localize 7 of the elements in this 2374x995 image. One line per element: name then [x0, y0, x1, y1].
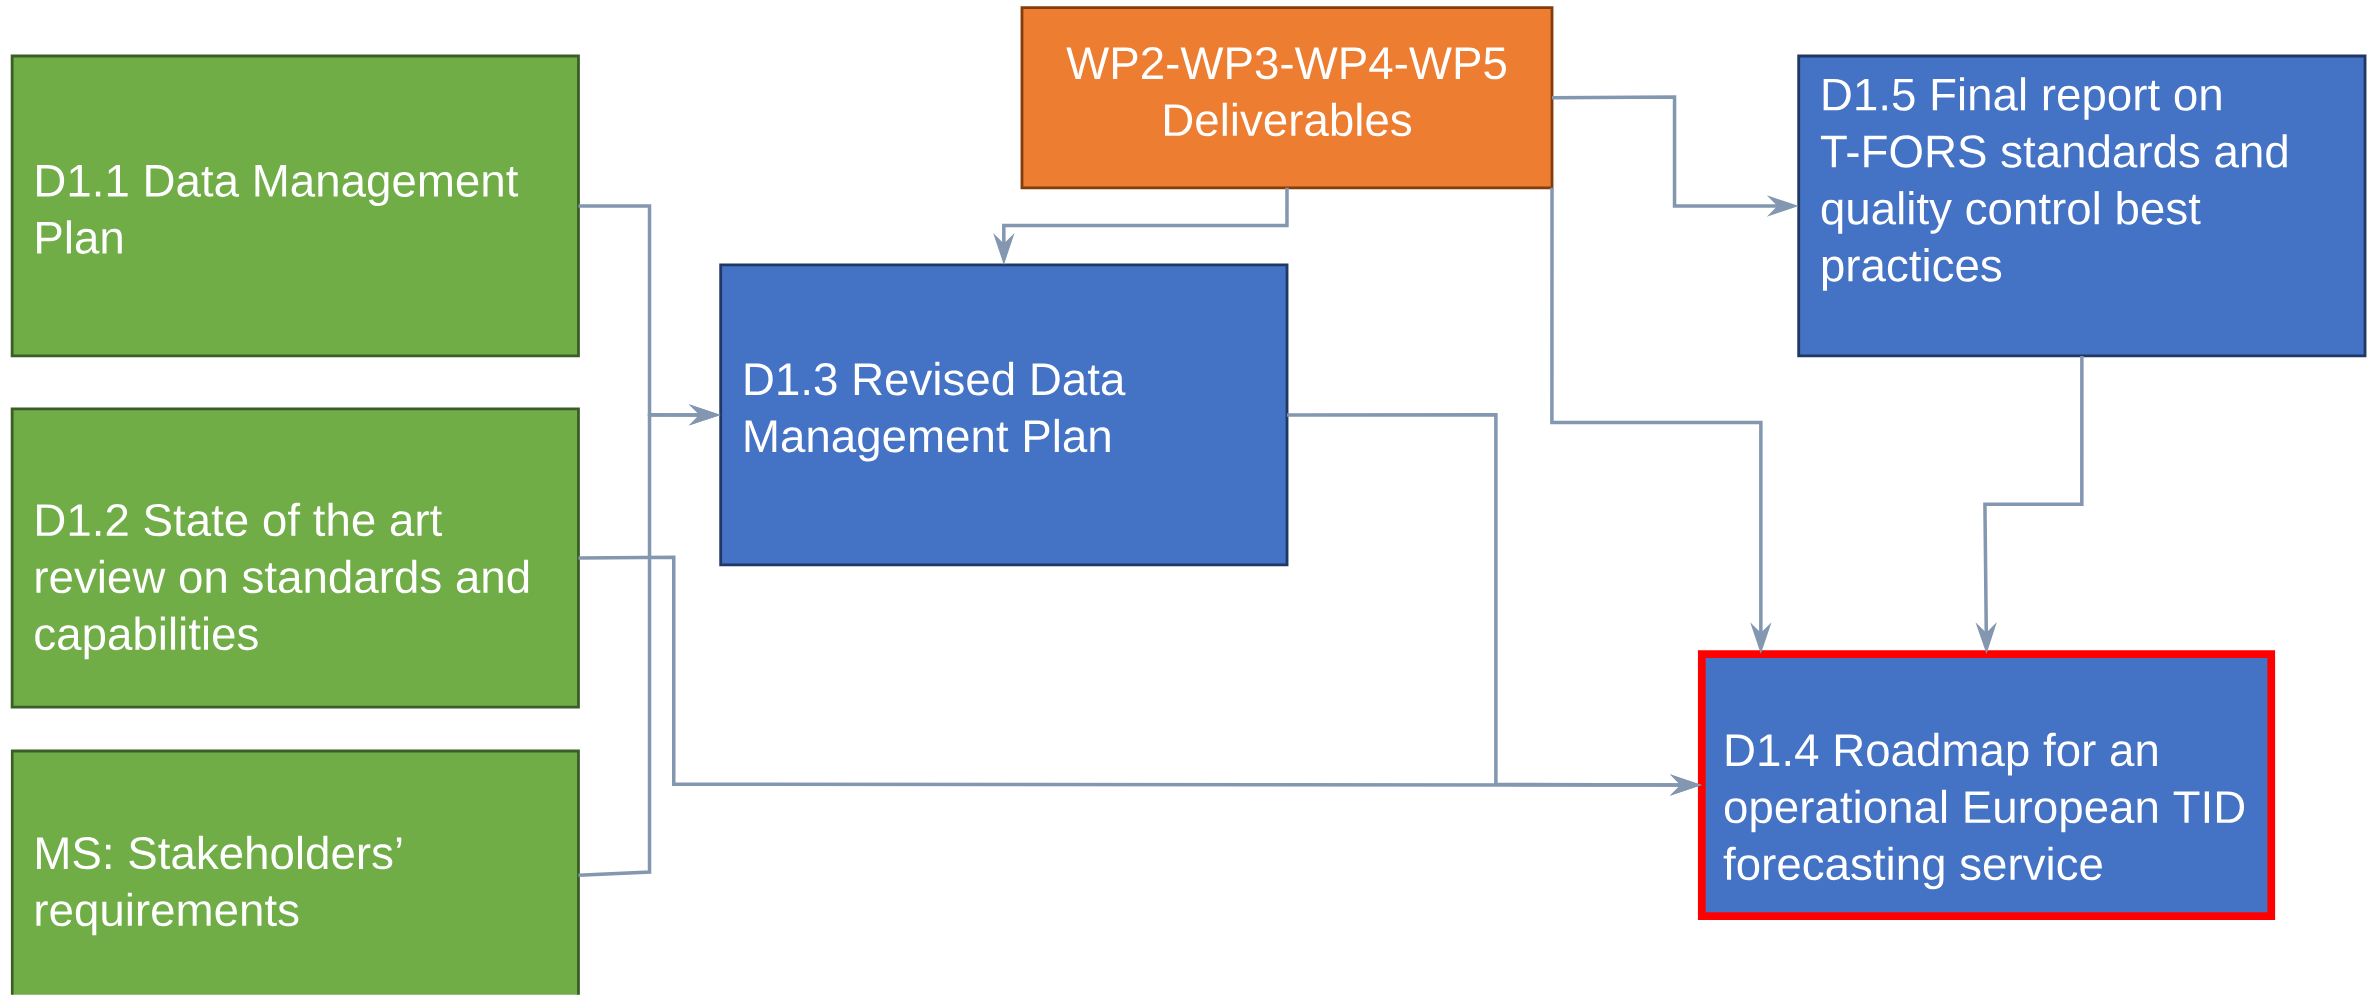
deliverable-box: D1.5 Final report on T-FORS standards and quality control best practices [1797, 54, 2367, 358]
milestone-box: MS: Stakeholders’ requirements [10, 749, 580, 995]
deliverable-box: D1.3 Revised Data Management Plan [719, 263, 1289, 567]
highlighted-deliverable-box: D1.4 Roadmap for an operational European TID forecasting service [1697, 650, 2276, 921]
work-package-box: WP2-WP3-WP4-WP5 Deliverables [1020, 6, 1554, 190]
deliverable-box: D1.2 State of the art review on standards and capabilities [10, 407, 580, 709]
deliverable-box: D1.1 Data Management Plan [10, 54, 580, 358]
